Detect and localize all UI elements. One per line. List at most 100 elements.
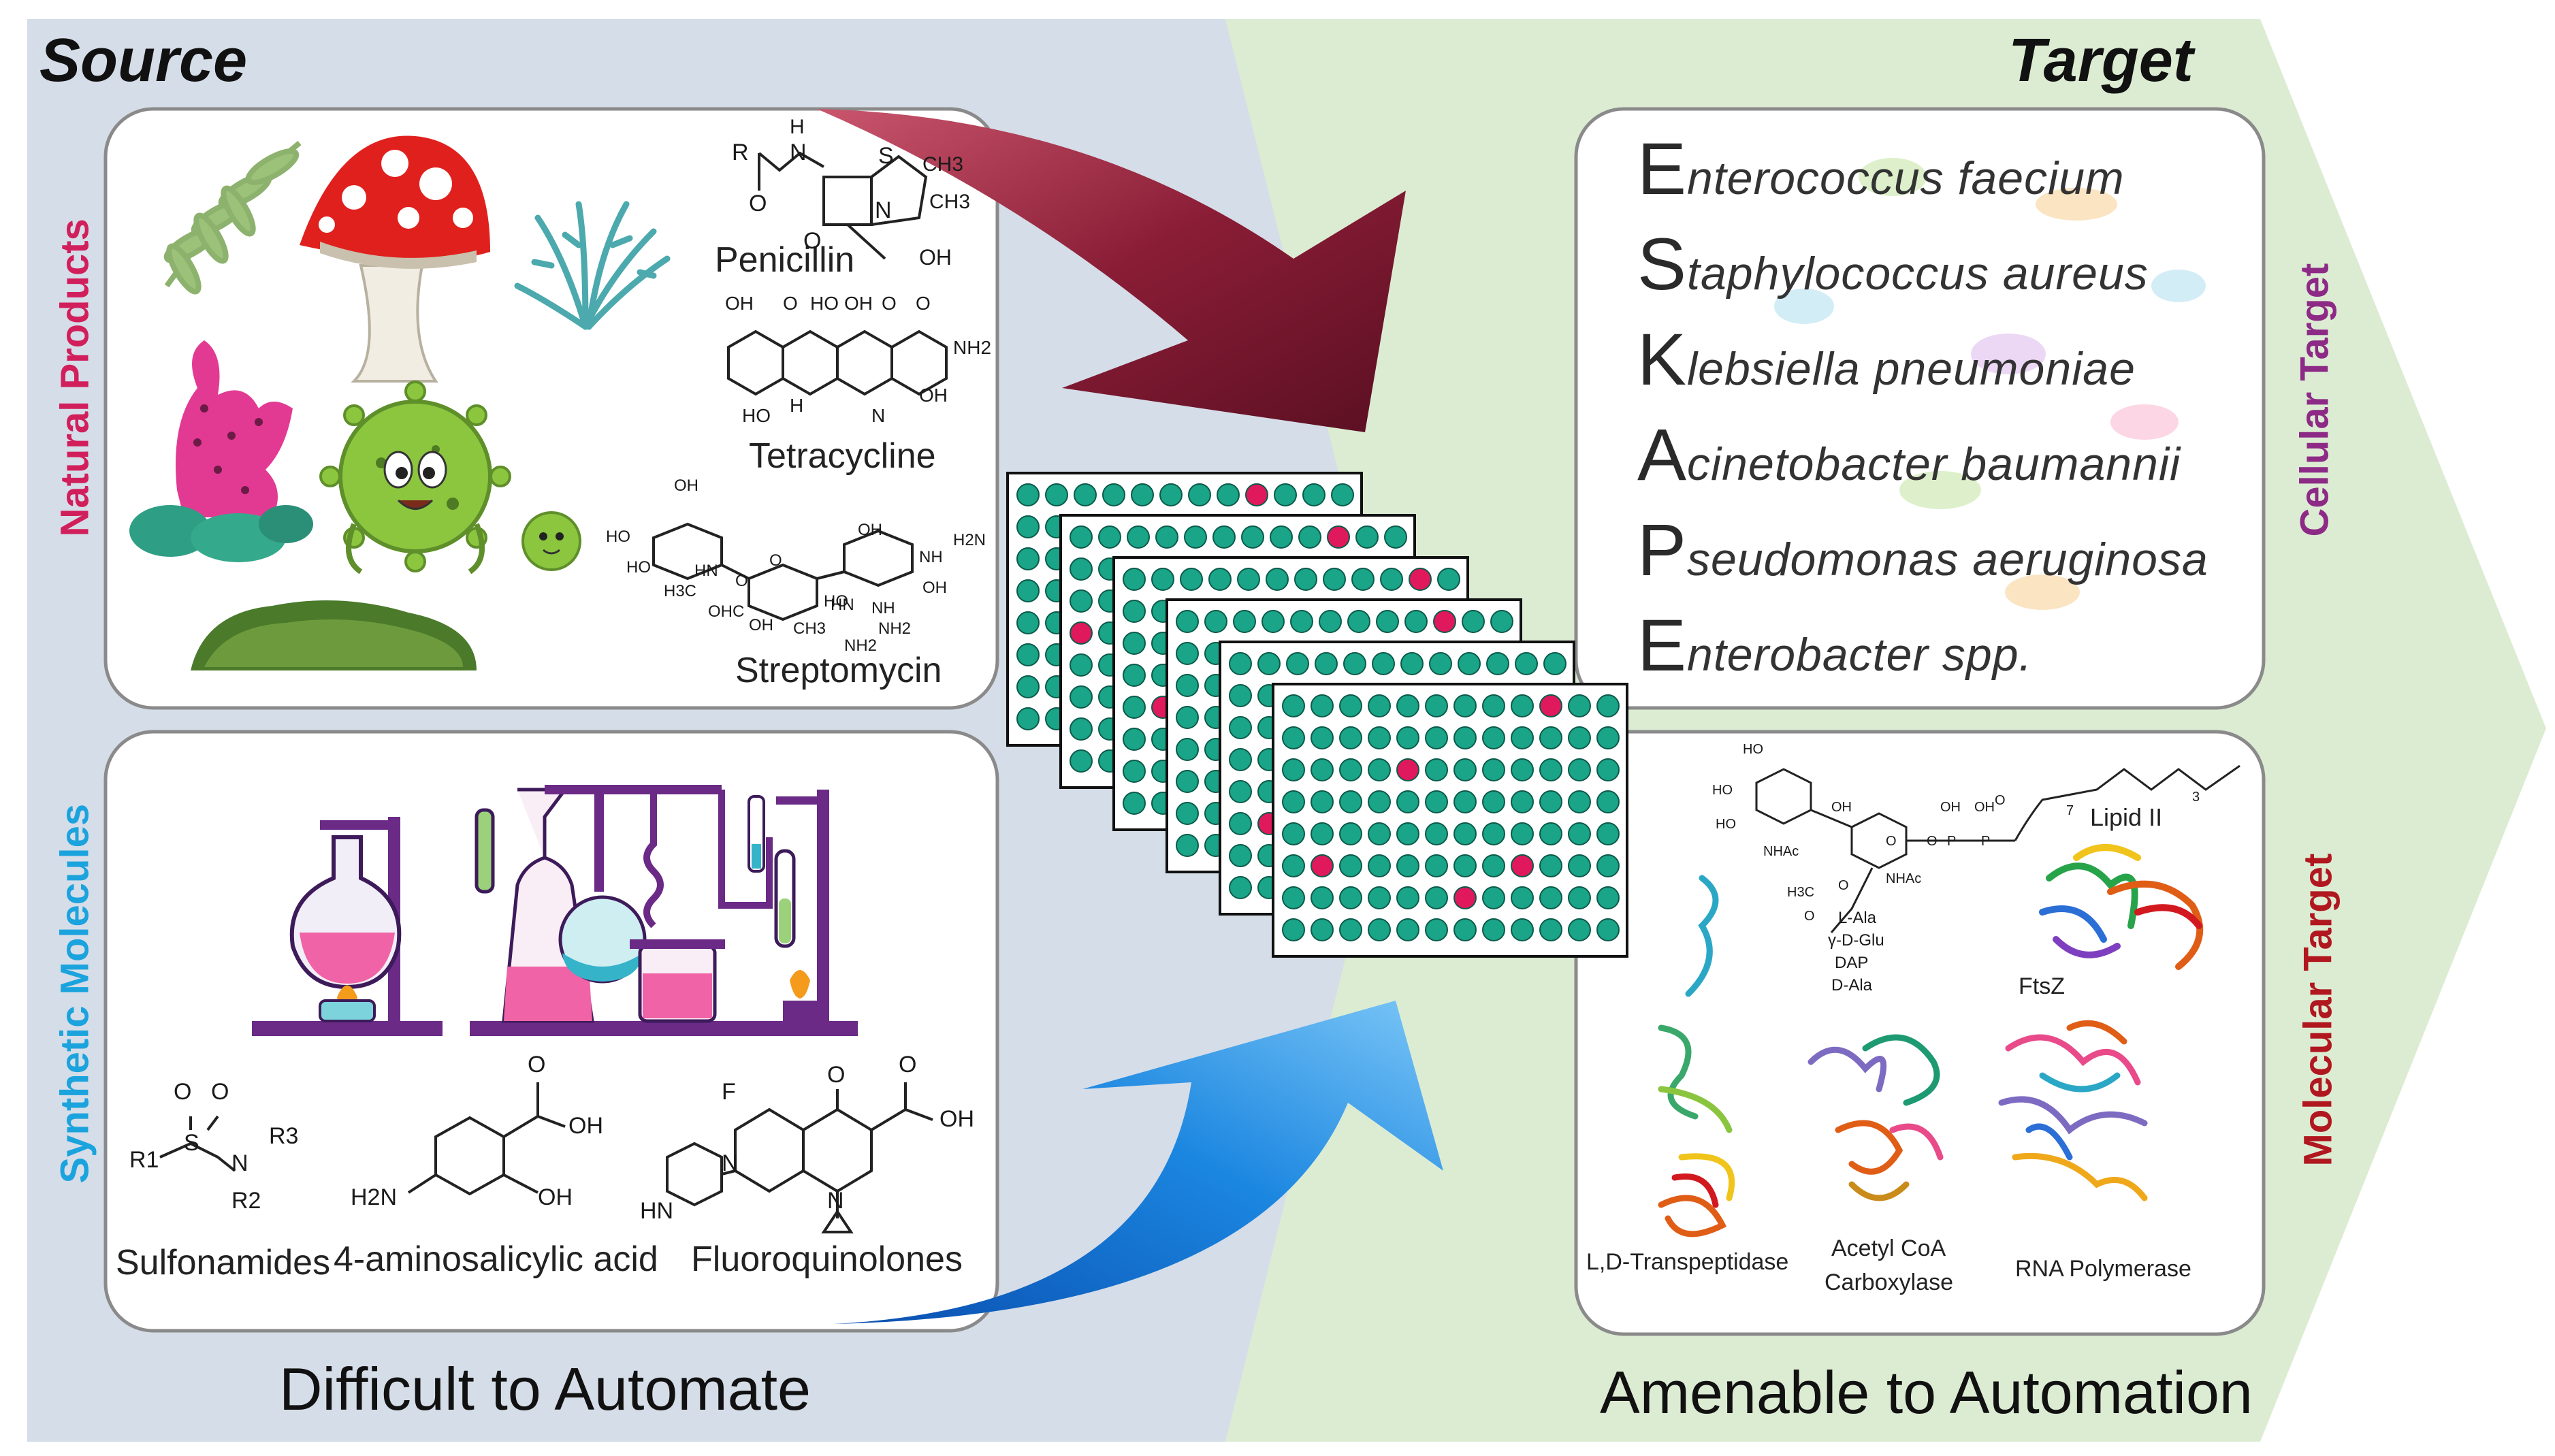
well	[1311, 790, 1334, 813]
well	[1016, 515, 1040, 538]
lipid-atom: HO	[1716, 817, 1736, 832]
acetyl-coa-carboxylase-illustration	[1807, 1034, 1944, 1201]
fern-illustration	[163, 140, 302, 295]
left-footer: Difficult to Automate	[279, 1355, 811, 1423]
well	[1539, 790, 1562, 813]
hit-well	[1070, 621, 1093, 645]
well	[1425, 918, 1448, 941]
well	[1462, 610, 1485, 633]
penicillin-atom: S	[878, 143, 894, 169]
fluoroquinolone-atom: N	[827, 1188, 844, 1214]
peptide-residue: L-Ala	[1838, 909, 1877, 927]
well	[1453, 790, 1477, 813]
hit-well	[1409, 568, 1432, 591]
well	[1368, 854, 1391, 877]
well	[1319, 610, 1342, 633]
penicillin-atom: CH3	[922, 153, 964, 176]
streptomycin-atom: O	[769, 551, 782, 570]
well	[1343, 652, 1366, 675]
tetracycline-atom: H	[790, 395, 804, 416]
fluoroquinolone-atom: N	[722, 1150, 739, 1176]
ftsz-protein-illustration	[2039, 844, 2204, 970]
well	[1070, 653, 1093, 677]
lipid-atom: OH	[1831, 800, 1852, 815]
lipid-atom: OH	[1974, 800, 1995, 815]
well	[1282, 822, 1305, 845]
well	[1229, 684, 1252, 707]
well	[1396, 854, 1419, 877]
well	[1539, 886, 1562, 909]
well	[1176, 738, 1199, 761]
peptide-residue: γ-D-Glu	[1828, 931, 1884, 950]
well	[1482, 726, 1505, 749]
well	[1596, 822, 1620, 845]
lipid-atom: H3C	[1787, 885, 1815, 900]
well	[1016, 643, 1040, 666]
well	[1453, 822, 1477, 845]
well	[1229, 780, 1252, 803]
cellular-target-panel	[1574, 107, 2266, 710]
well	[1437, 568, 1460, 591]
hit-well	[1245, 483, 1268, 506]
lipid-atom: NHAc	[1886, 871, 1922, 886]
sulfonamide-atom: R2	[231, 1188, 261, 1214]
well	[1396, 822, 1419, 845]
well	[1429, 652, 1452, 675]
sulfonamide-atom: N	[231, 1150, 248, 1176]
well	[1311, 822, 1334, 845]
well	[1400, 652, 1424, 675]
well	[1311, 886, 1334, 909]
well	[1425, 854, 1448, 877]
well	[1339, 918, 1362, 941]
natural-products-panel	[103, 107, 999, 710]
well	[1355, 525, 1379, 549]
well	[1539, 854, 1562, 877]
well	[1176, 834, 1199, 857]
well	[1596, 726, 1620, 749]
well	[1098, 525, 1121, 549]
target-heading: Target	[2008, 27, 2194, 95]
well	[1511, 790, 1534, 813]
well	[1016, 707, 1040, 730]
fluoroquinolone-atom: O	[827, 1062, 846, 1088]
fluoroquinolones-label: Fluoroquinolones	[691, 1240, 963, 1279]
aminosalicylic-atom: OH	[538, 1184, 573, 1210]
well	[1282, 918, 1305, 941]
well	[1016, 611, 1040, 634]
well	[1204, 610, 1227, 633]
streptomycin-atom: CH3	[793, 619, 826, 638]
well	[1396, 790, 1419, 813]
streptomycin-label: Streptomycin	[735, 651, 942, 690]
well	[1176, 674, 1199, 697]
well	[1184, 525, 1207, 549]
well	[1368, 726, 1391, 749]
well	[1123, 600, 1146, 623]
well	[1282, 726, 1305, 749]
hit-well	[1539, 694, 1562, 717]
well	[1123, 728, 1146, 751]
well	[1127, 525, 1150, 549]
well	[1311, 726, 1334, 749]
sulfonamide-atom: R3	[269, 1123, 299, 1149]
hit-well	[1433, 610, 1456, 633]
well	[1568, 726, 1591, 749]
tetracycline-atom: N	[871, 405, 886, 426]
well	[1212, 525, 1236, 549]
synthetic-to-plate-arrow	[834, 1001, 1443, 1324]
streptomycin-atom: NH	[919, 548, 943, 566]
penicillin-atom: OH	[919, 245, 952, 270]
streptomycin-atom: OH	[858, 521, 882, 539]
lipid-atom: 3	[2192, 790, 2200, 805]
tetracycline-label: Tetracycline	[749, 436, 936, 476]
well	[1311, 694, 1334, 717]
sulfonamide-atom: O	[211, 1079, 229, 1105]
cellular-target-label: Cellular Target	[2292, 263, 2337, 537]
lipid-ii-label: Lipid II	[2090, 803, 2163, 831]
well	[1188, 483, 1211, 506]
well	[1339, 758, 1362, 781]
species-4: Acinetobacter baumannii	[1637, 413, 2181, 496]
rna-polymerase-label: RNA Polymerase	[2015, 1256, 2191, 1282]
well	[1176, 610, 1199, 633]
well	[1070, 749, 1093, 773]
